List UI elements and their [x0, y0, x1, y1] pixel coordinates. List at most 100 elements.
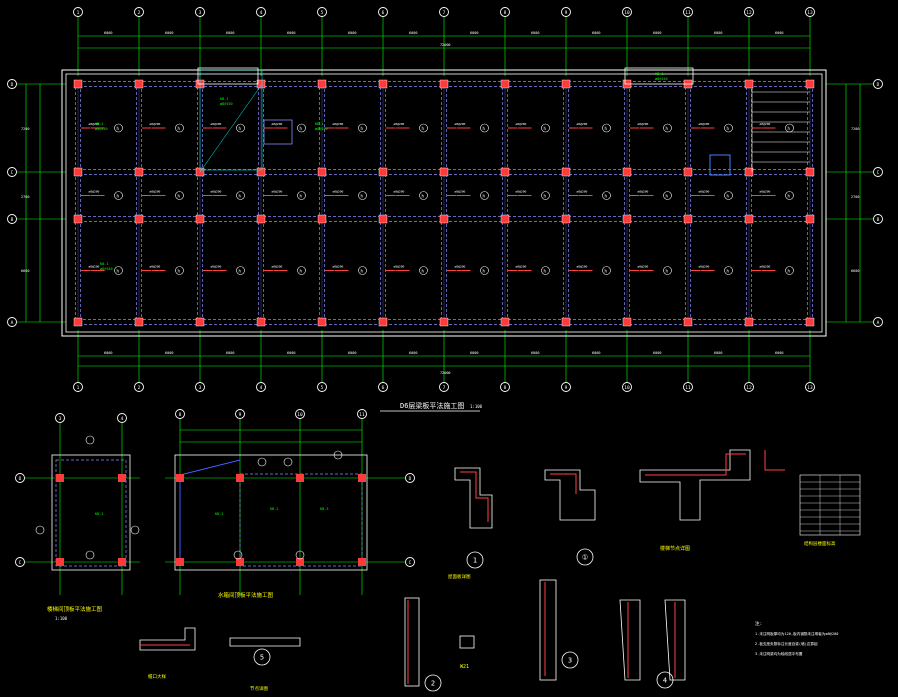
dim-text-bot-3: 6000	[287, 351, 295, 355]
plan-left-mark-0	[85, 435, 95, 445]
slab-mark-text-5-0: h	[422, 126, 425, 131]
main-plan-title: D6层梁板平法施工图	[400, 401, 464, 410]
vdim-5: 2700	[851, 195, 859, 199]
rebar-text-4-2: ø8@200	[333, 265, 344, 269]
slab-mark-7-1	[541, 191, 550, 200]
plan-mid-top-bubble-1-circle	[235, 409, 245, 419]
plan-left-column-3	[118, 558, 126, 566]
dim-text-top-6: 6000	[470, 31, 478, 35]
annot-2-a: KB-1	[655, 72, 663, 76]
bottom-axis-bubble-1-label: 1	[77, 385, 80, 391]
slab-mark-0-1	[114, 191, 123, 200]
bottom-axis-bubble-12-label: 12	[746, 385, 752, 391]
plan-left-mark-3	[85, 550, 95, 560]
slab-mark-text-0-1: h	[117, 194, 120, 199]
bottom-axis-bubble-1-circle	[73, 382, 83, 392]
dim-text-bot-9: 6000	[653, 351, 661, 355]
left-axis-bubble-0-label: D	[11, 82, 14, 88]
detail-1-bubble-circle	[466, 551, 484, 569]
bottom-axis-bubble-11-circle	[683, 382, 693, 392]
plan-left-top-bubble-0-circle	[55, 413, 65, 423]
column-1-1	[73, 167, 83, 177]
slab-mark-6-1	[480, 191, 489, 200]
plan-mid-mark-4	[333, 450, 343, 460]
slab-mark-text-0-2: h	[117, 269, 120, 274]
annot-4-b: ø8@150	[220, 102, 233, 106]
level-table	[799, 474, 861, 536]
rebar-text-11-1: ø8@200	[760, 190, 771, 194]
rebar-text-8-1: ø8@200	[577, 190, 588, 194]
detail-1b-rebar	[550, 473, 577, 494]
detail-45-bubble-label: 5	[260, 654, 264, 662]
slab-mark-6-2	[480, 266, 489, 275]
slab-mark-text-2-2: h	[239, 269, 242, 274]
rebar-text-9-2: ø8@200	[638, 265, 649, 269]
plan-mid-side-bubble-1-circle	[405, 557, 415, 567]
detail-1-rebar	[460, 471, 489, 522]
bottom-axis-bubble-2-circle	[134, 382, 144, 392]
right-axis-bubble-1-label: C	[877, 170, 880, 176]
column-10-3	[622, 317, 632, 327]
column-6-1	[378, 167, 388, 177]
plan-mid-top-bubble-3-circle	[357, 409, 367, 419]
slab-mark-text-4-0: h	[361, 126, 364, 131]
detail-2-bubble-circle	[424, 674, 442, 692]
left-axis-bubble-2-label: B	[11, 217, 14, 223]
bottom-axis-bubble-10-circle	[622, 382, 632, 392]
rebar-text-10-0: ø8@200	[699, 122, 710, 126]
bottom-axis-bubble-13-circle	[805, 382, 815, 392]
plan-mid-column-2-1	[296, 558, 304, 566]
detail-roof-caption: 檐口大样	[148, 673, 166, 680]
slab-mark-text-10-0: h	[727, 126, 730, 131]
top-axis-bubble-13-circle	[805, 7, 815, 17]
dim-text-top-4: 6000	[348, 31, 356, 35]
top-axis-bubble-2-circle	[134, 7, 144, 17]
plan-mid-side-bubble-0-circle	[405, 473, 415, 483]
plan-mid-column-1-0	[236, 474, 244, 482]
detail-2-bubble-label: 2	[431, 680, 435, 688]
slab-mark-11-2	[785, 266, 794, 275]
slab-mark-11-1	[785, 191, 794, 200]
slab-mark-1-2	[175, 266, 184, 275]
column-5-1	[317, 167, 327, 177]
rebar-text-3-0: ø8@200	[272, 122, 283, 126]
vdim-3: 6600	[21, 269, 29, 273]
top-axis-bubble-4-circle	[256, 7, 266, 17]
column-4-1	[256, 167, 266, 177]
slab-mark-0-2	[114, 266, 123, 275]
slab-mark-text-7-0: h	[544, 126, 547, 131]
column-13-0	[805, 79, 815, 89]
plan-mid-top-bubble-3-label: 11	[359, 412, 365, 418]
rebar-text-1-1: ø8@200	[150, 190, 161, 194]
slab-mark-6-0	[480, 123, 489, 133]
dim-text-top-10: 6000	[714, 31, 722, 35]
plan-mid-annot-2: KB-2	[270, 507, 278, 511]
rebar-text-0-1: ø8@200	[89, 190, 100, 194]
slab-mark-4-0	[358, 123, 367, 133]
rebar-text-5-1: ø8@200	[394, 190, 405, 194]
detail-1b-bubble-circle	[576, 548, 594, 566]
annot-0-b: ø8@150	[95, 127, 108, 131]
column-9-0	[561, 79, 571, 89]
detail-3-rebar-b	[764, 450, 785, 471]
slab-mark-text-3-0: h	[300, 126, 303, 131]
bottom-axis-bubble-7-circle	[439, 382, 449, 392]
slab-mark-text-1-2: h	[178, 269, 181, 274]
top-axis-bubble-7-circle	[439, 7, 449, 17]
column-1-3	[73, 317, 83, 327]
opening-small	[263, 119, 293, 145]
column-5-2	[317, 214, 327, 224]
right-axis-bubble-2-circle	[873, 214, 883, 224]
plan-left-side-bubble-1-label: C	[19, 560, 22, 566]
plan-mid-border	[174, 454, 368, 571]
column-11-1	[683, 167, 693, 177]
slab-mark-text-9-2: h	[666, 269, 669, 274]
top-axis-bubble-10-label: 10	[624, 10, 630, 16]
roof-opening-1	[197, 67, 259, 85]
slab-mark-5-1	[419, 191, 428, 200]
plan-mid-top-bubble-2-label: 10	[297, 412, 303, 418]
bottom-axis-bubble-8-label: 8	[504, 385, 507, 391]
detail-3b-bubble-circle	[561, 651, 579, 669]
rebar-text-7-1: ø8@200	[516, 190, 527, 194]
dim-text-bot-1: 6000	[165, 351, 173, 355]
